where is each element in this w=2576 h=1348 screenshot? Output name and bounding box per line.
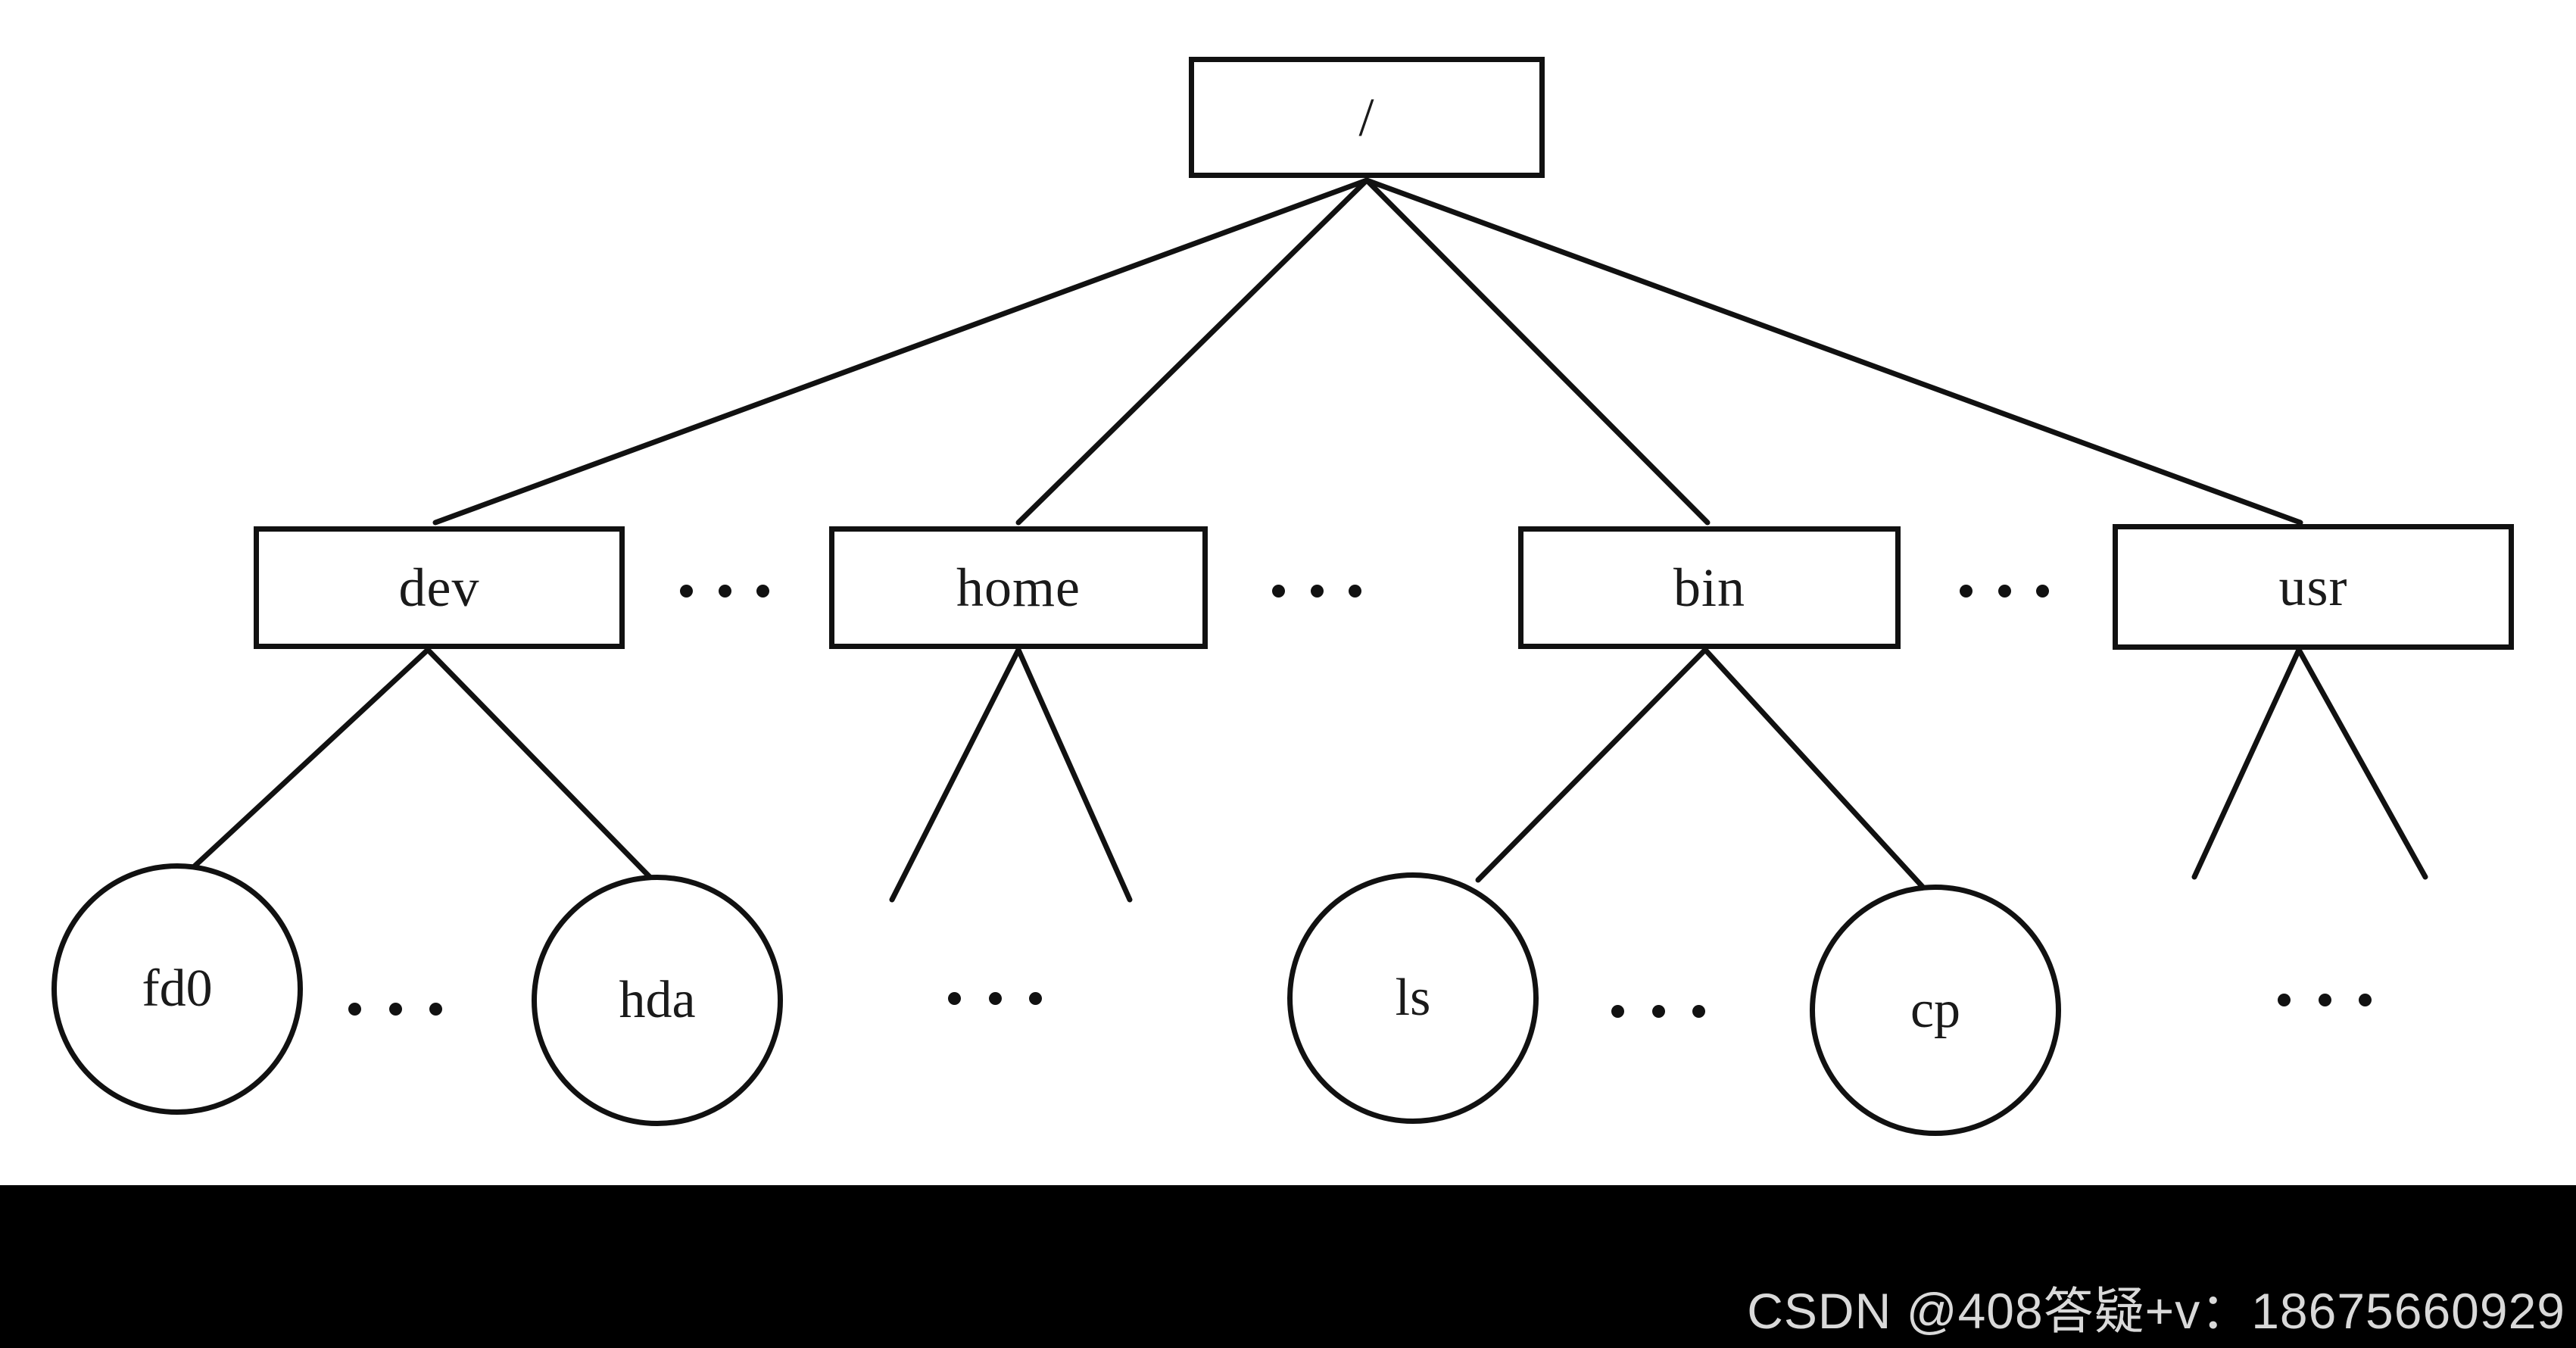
node-bin-label: bin [1673,557,1745,618]
ellipsis-dot [718,584,731,598]
ellipsis-dot [429,1002,442,1016]
ellipsis-dot [2359,993,2372,1006]
ellipsis-dot [680,584,693,598]
edge-usr-right [2296,647,2428,880]
ellipsis-dot [388,1002,402,1016]
node-hda-label: hda [619,971,696,1029]
csdn-watermark: CSDN @408答疑+v：18675660929 [1747,1283,2565,1339]
node-home[interactable]: home [829,526,1208,649]
edge-dev-hda [425,647,656,883]
node-hda[interactable]: hda [532,875,783,1126]
ellipsis-bin-usr [1960,583,2049,598]
edge-usr-left [2191,647,2302,880]
ellipsis-under-home [948,991,1042,1006]
node-bin[interactable]: bin [1518,526,1901,649]
ellipsis-home-bin [1272,583,1361,598]
node-fd0-label: fd0 [142,960,213,1018]
node-dev[interactable]: dev [254,526,625,649]
ellipsis-dot [348,1002,361,1016]
ellipsis-dot [1997,584,2011,598]
edge-root-usr [1364,177,2303,526]
edge-root-home [1015,177,1370,526]
node-usr-label: usr [2278,557,2348,617]
ellipsis-dot [1960,584,1973,598]
node-usr[interactable]: usr [2113,524,2514,650]
ellipsis-under-dev [348,1001,442,1016]
ellipsis-dot [1611,1004,1624,1018]
ellipsis-dot [1272,584,1285,598]
edge-dev-fd0 [185,647,431,875]
edge-home-right [1015,647,1133,903]
ellipsis-dot [1310,584,1324,598]
ellipsis-dot [1029,991,1042,1005]
ellipsis-dot [2036,584,2049,598]
node-ls-label: ls [1395,969,1431,1027]
footer-bar [0,1185,2576,1348]
edge-home-left [889,647,1021,903]
edge-bin-cp [1702,647,1926,891]
node-dev-label: dev [398,557,480,618]
edge-root-bin [1364,177,1711,526]
edge-bin-ls [1475,647,1708,883]
node-root[interactable]: / [1189,57,1545,178]
ellipsis-dev-home [680,583,769,598]
ellipsis-dot [988,991,1002,1005]
ellipsis-dot [2278,993,2291,1006]
ellipsis-under-bin [1611,1003,1705,1019]
ellipsis-dot [1651,1004,1665,1018]
node-root-label: / [1358,87,1375,148]
node-fd0[interactable]: fd0 [51,863,303,1115]
node-cp-label: cp [1910,981,1961,1039]
ellipsis-dot [2318,993,2331,1006]
node-ls[interactable]: ls [1287,872,1539,1124]
ellipsis-dot [948,991,961,1005]
ellipsis-dot [1349,584,1361,598]
ellipsis-dot [1692,1004,1705,1018]
edge-root-dev [432,177,1370,526]
ellipsis-under-usr [2278,992,2372,1007]
node-home-label: home [956,557,1081,618]
ellipsis-dot [756,584,769,598]
node-cp[interactable]: cp [1810,885,2061,1136]
